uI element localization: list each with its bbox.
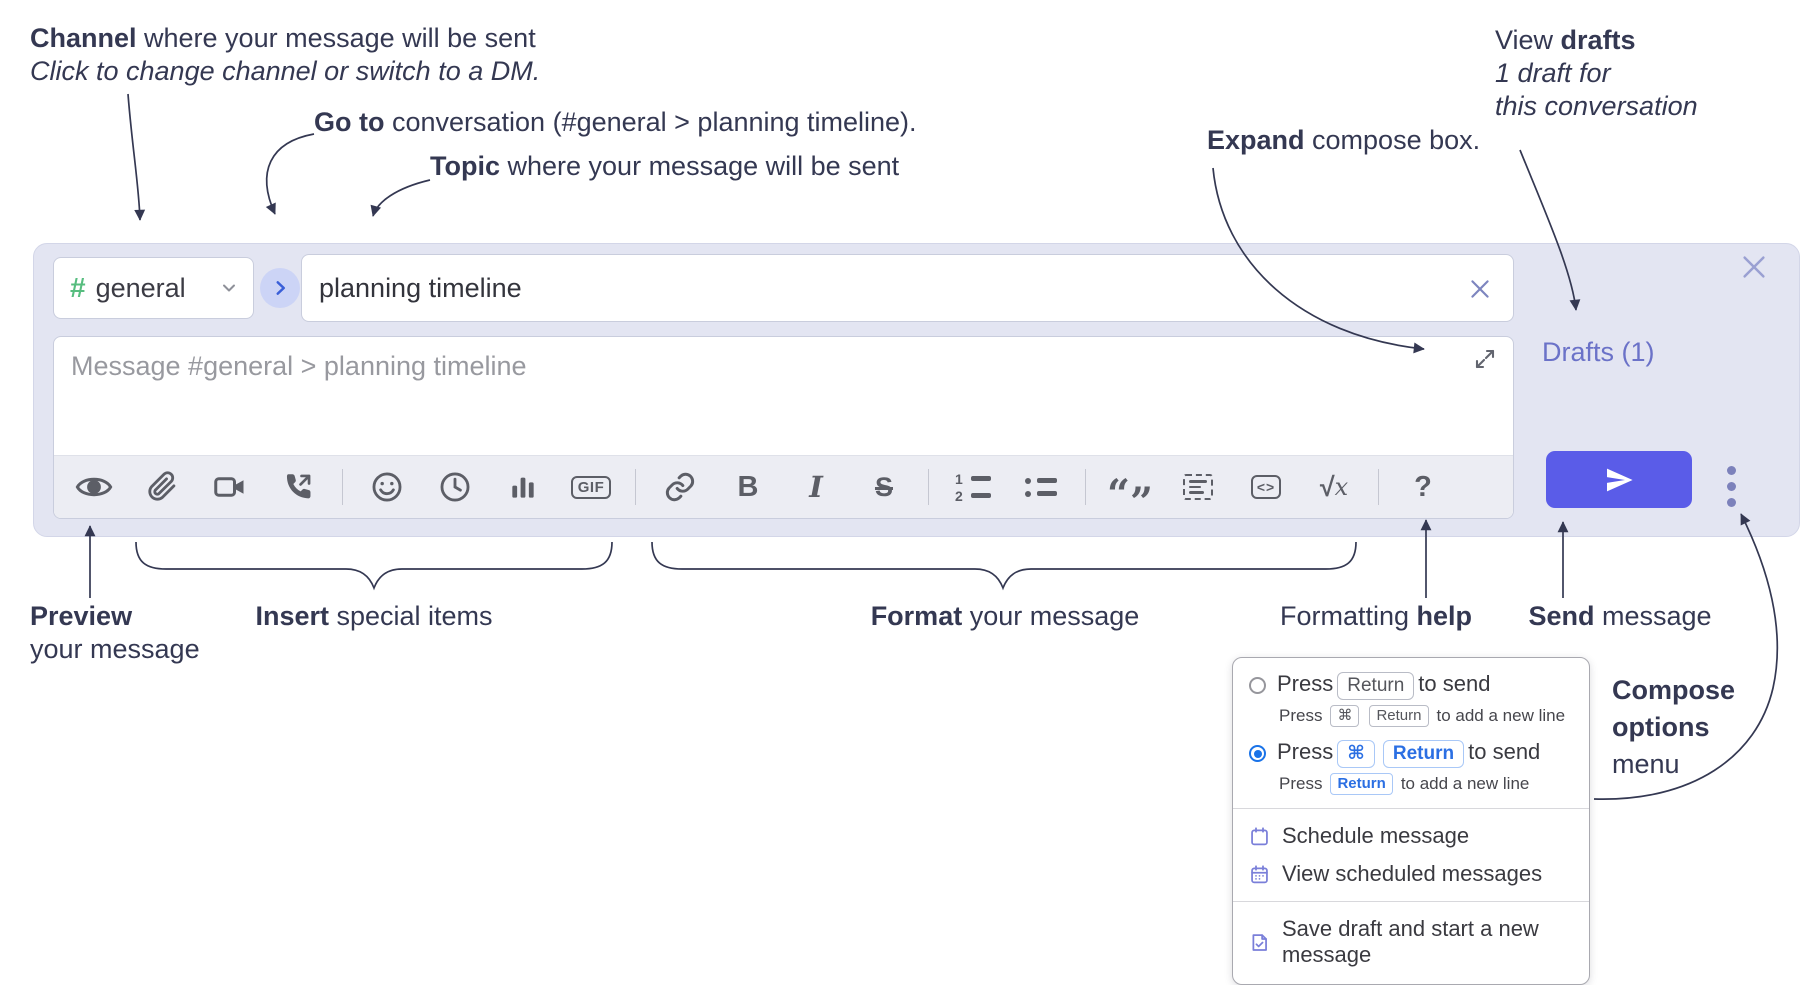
message-box: GIF B I S 1 2 “ xyxy=(53,336,1514,519)
formatting-help-annotation: Formatting help xyxy=(1279,601,1473,631)
poll-icon[interactable] xyxy=(499,463,547,511)
topic-field-container xyxy=(301,254,1514,322)
gif-icon[interactable]: GIF xyxy=(567,463,615,511)
close-compose-icon[interactable] xyxy=(1734,247,1774,287)
insert-annotation: Insert special items xyxy=(255,601,493,631)
compose-toolbar: GIF B I S 1 2 “ xyxy=(54,455,1513,518)
attach-file-icon[interactable] xyxy=(138,463,186,511)
numbered-list-icon[interactable]: 1 2 xyxy=(949,463,997,511)
spoiler-icon[interactable] xyxy=(1174,463,1222,511)
preview-icon[interactable] xyxy=(70,463,118,511)
channel-hash-icon: # xyxy=(70,272,86,303)
calendar-grid-icon xyxy=(1251,864,1268,883)
compose-options-annotation: Compose options menu xyxy=(1612,675,1736,779)
topic-arrow xyxy=(370,179,431,217)
toolbar-divider xyxy=(928,469,929,505)
clear-topic-icon[interactable] xyxy=(1463,272,1497,306)
go-to-conversation-button[interactable] xyxy=(260,268,300,308)
goto-annotation: Go to conversation (#general > planning … xyxy=(314,107,917,137)
format-annotation: Format your message xyxy=(870,601,1140,631)
topic-annotation: Topic where your message will be sent xyxy=(430,151,900,181)
bold-icon[interactable]: B xyxy=(737,470,759,503)
menu-item-save-draft[interactable]: Save draft and start a new message xyxy=(1233,910,1589,974)
voice-call-icon[interactable] xyxy=(274,463,322,511)
insert-brace xyxy=(135,541,613,591)
strikethrough-icon[interactable]: S xyxy=(874,471,893,502)
format-brace xyxy=(651,541,1357,591)
expand-annotation: Expand compose box. xyxy=(1207,125,1481,155)
expand-compose-icon[interactable] xyxy=(1470,344,1500,374)
bulleted-list-icon[interactable] xyxy=(1017,463,1065,511)
compose-options-menu-button[interactable] xyxy=(1722,461,1741,512)
draft-check-icon xyxy=(1252,933,1267,951)
math-icon[interactable]: √x xyxy=(1319,471,1349,502)
toolbar-divider xyxy=(1085,469,1086,505)
topic-input[interactable] xyxy=(302,255,1513,321)
drafts-link[interactable]: Drafts (1) xyxy=(1542,337,1655,367)
send-icon xyxy=(1607,468,1633,491)
calendar-icon xyxy=(1251,826,1268,845)
time-icon[interactable] xyxy=(431,463,479,511)
link-icon[interactable] xyxy=(656,463,704,511)
quote-icon[interactable]: “ ” xyxy=(1106,471,1154,519)
preview-annotation: Preview your message xyxy=(30,601,200,664)
popup-divider xyxy=(1233,901,1589,902)
radio-selected-icon[interactable] xyxy=(1249,745,1266,762)
channel-selector[interactable]: # general xyxy=(53,257,254,319)
compose-box: # general xyxy=(33,243,1800,537)
channel-annotation: Channel where your message will be sent … xyxy=(30,23,541,86)
italic-icon[interactable]: I xyxy=(809,470,823,504)
popup-divider xyxy=(1233,808,1589,809)
chevron-right-icon xyxy=(276,281,286,295)
drafts-annotation: View drafts 1 draft for this conversatio… xyxy=(1495,25,1698,121)
toolbar-divider xyxy=(635,469,636,505)
chevron-down-icon xyxy=(219,278,239,298)
toolbar-divider xyxy=(1378,469,1379,505)
goto-arrow xyxy=(265,133,315,215)
message-input[interactable] xyxy=(54,337,1513,457)
channel-arrow xyxy=(127,93,146,221)
message-formatting-help-icon[interactable]: ? xyxy=(1414,470,1432,503)
send-annotation: Send message xyxy=(1528,601,1712,631)
toolbar-divider xyxy=(342,469,343,505)
radio-unselected-icon[interactable] xyxy=(1249,677,1266,694)
channel-name: general xyxy=(95,272,186,303)
emoji-icon[interactable] xyxy=(363,463,411,511)
video-call-icon[interactable] xyxy=(206,463,254,511)
code-icon[interactable]: <> xyxy=(1242,463,1290,511)
menu-item-schedule-message[interactable]: Schedule message xyxy=(1233,817,1589,855)
menu-item-view-scheduled[interactable]: View scheduled messages xyxy=(1233,855,1589,893)
send-button[interactable] xyxy=(1546,451,1692,508)
